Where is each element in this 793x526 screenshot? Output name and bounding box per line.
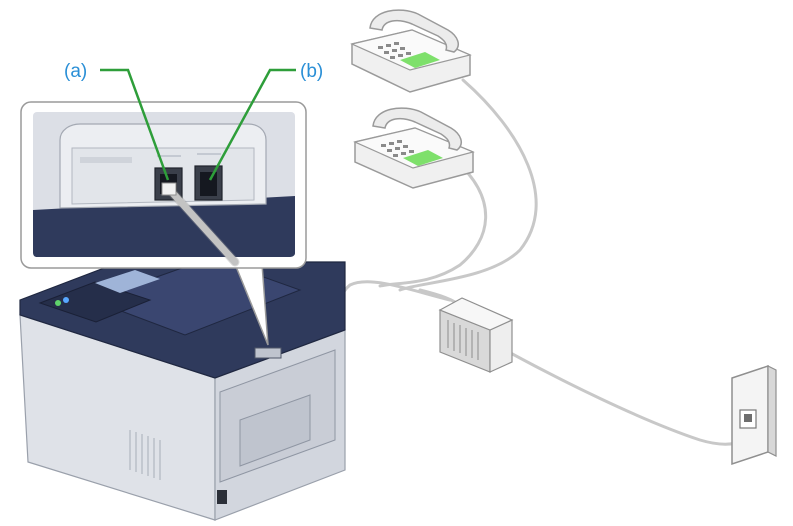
phone-top-keypad [378, 42, 411, 59]
splitter-top [438, 297, 514, 331]
label-a: (a) [64, 61, 87, 82]
cable-splitter-to-wall [503, 348, 747, 446]
wall-jack-side [767, 365, 777, 457]
callout-magnifier [20, 101, 307, 346]
printer-rear-port-highlight [254, 347, 282, 359]
callout-housing-slot [80, 157, 132, 163]
callout-line-plug [161, 182, 177, 196]
printer-status-led-blue [63, 297, 69, 303]
phone-top-keypad-highlight [400, 52, 440, 68]
phone-mid-keypad-highlight [403, 150, 443, 166]
printer-display [95, 270, 160, 293]
phone-mid-face [353, 127, 475, 169]
multifunction-printer [19, 257, 346, 521]
printer-status-led-green [55, 300, 61, 306]
callout-line-cable [166, 186, 239, 266]
leader-lines [100, 68, 296, 181]
wall-jack-socket-hole [744, 414, 752, 422]
cable-top-phone [398, 78, 538, 292]
tel-port-inner [200, 172, 217, 196]
phone-mid-handset [372, 107, 462, 151]
phone-top-handset [369, 9, 459, 53]
callout-line-cable-outline [165, 185, 240, 267]
splitter-box [438, 297, 514, 373]
leader-line-b [208, 68, 296, 181]
telephone-top [350, 9, 472, 93]
label-b: (b) [300, 61, 323, 82]
printer-vents-left [129, 430, 161, 480]
printer-power-switch [217, 490, 227, 504]
cables [298, 78, 747, 446]
callout-panel-base [33, 196, 295, 257]
leader-line-a [100, 68, 170, 181]
wall-jack [731, 364, 777, 466]
cable-mid-phone [378, 158, 488, 288]
phone-top-face [350, 29, 472, 71]
splitter-vents [447, 320, 479, 360]
port-silkscreen [157, 153, 221, 157]
phone-mid-keypad [381, 140, 414, 157]
printer-rear-lower [239, 394, 311, 467]
telephone-middle [353, 107, 475, 189]
